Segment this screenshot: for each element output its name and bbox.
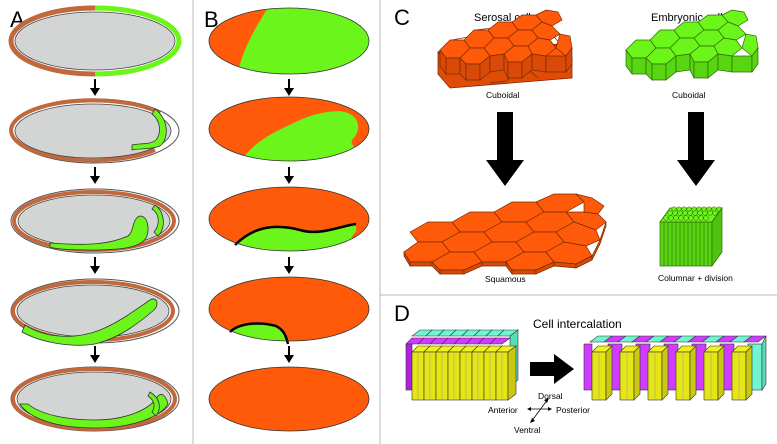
- panel-a-stage-2: [9, 98, 180, 164]
- arrow-c-serosal: [486, 112, 524, 186]
- panel-letter-d: D: [394, 301, 410, 326]
- serosal-squamous-label: Squamous: [485, 274, 526, 284]
- panel-a-stage-5: [10, 366, 180, 432]
- arrow-c-embryonic: [677, 112, 715, 186]
- arrow-b-3: [284, 257, 294, 274]
- panel-c: C Serosal cells Embryonic cells: [394, 5, 759, 284]
- embryonic-cuboidal-label: Cuboidal: [672, 90, 706, 100]
- panel-d: D Cell intercalation: [394, 301, 767, 435]
- panel-b-stage-1: [208, 7, 370, 75]
- arrow-a-4: [90, 346, 100, 363]
- panel-b: B: [204, 7, 370, 432]
- serosal-cuboidal-block: [437, 9, 573, 89]
- panel-a-stage-3: [10, 188, 180, 254]
- arrow-b-4: [284, 346, 294, 363]
- panel-b-stage-5: [208, 366, 370, 432]
- axis-posterior-label: Posterior: [556, 405, 590, 415]
- panel-a-stage-1: [8, 5, 182, 77]
- arrow-a-1: [90, 79, 100, 96]
- arrow-a-2: [90, 167, 100, 184]
- panel-letter-b: B: [204, 7, 219, 32]
- arrow-b-1: [284, 79, 294, 96]
- axis-compass: [527, 398, 552, 423]
- serosal-cuboidal-label: Cuboidal: [486, 90, 520, 100]
- arrow-a-3: [90, 257, 100, 274]
- intercalation-before: [405, 329, 519, 401]
- panel-b-stage-3: [208, 186, 370, 252]
- axis-dorsal-label: Dorsal: [538, 391, 563, 401]
- panel-letter-c: C: [394, 5, 410, 30]
- arrow-d: [530, 354, 574, 384]
- embryonic-cuboidal-block: [625, 9, 759, 81]
- panel-a-stage-4: [10, 278, 180, 346]
- axis-ventral-label: Ventral: [514, 425, 541, 435]
- intercalation-after: [583, 335, 767, 401]
- embryonic-columnar-label: Columnar + division: [658, 273, 733, 283]
- embryonic-columnar-block: [659, 206, 723, 268]
- axis-anterior-label: Anterior: [488, 405, 518, 415]
- panel-b-stage-4: [208, 276, 370, 345]
- panel-a: A: [8, 5, 182, 432]
- serosal-squamous-sheet: [403, 193, 607, 276]
- panel-b-stage-2: [208, 96, 370, 162]
- cell-intercalation-title: Cell intercalation: [533, 317, 622, 331]
- arrow-b-2: [284, 167, 294, 184]
